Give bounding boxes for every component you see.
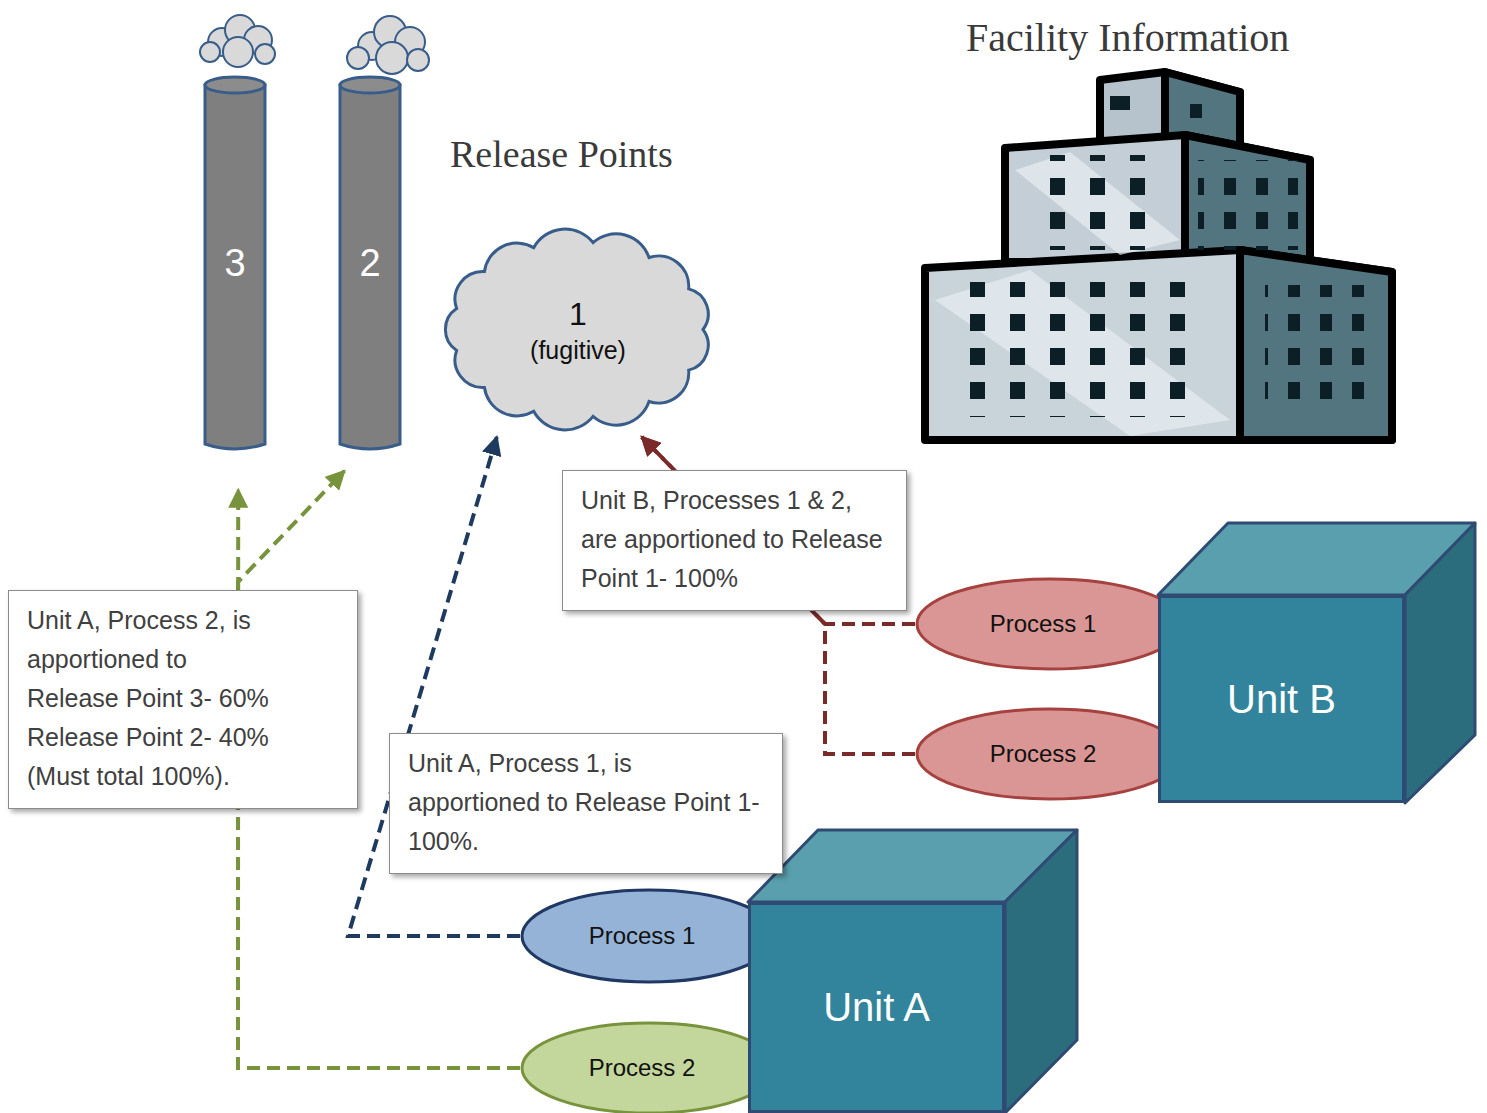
node-body: Unit B xyxy=(1161,598,1402,800)
node-body: Process 1 xyxy=(915,577,1185,671)
stack-release-point: 2 xyxy=(338,75,402,452)
callout-text: Unit A, Process 2, is apportioned to xyxy=(27,601,341,679)
node-body: Unit B, Processes 1 & 2, are apportioned… xyxy=(563,471,906,610)
node-body: Unit A, Process 2, is apportioned toRele… xyxy=(9,591,357,808)
stack-body xyxy=(340,85,400,449)
node-label: Process 2 xyxy=(589,1054,696,1082)
node-label: Process 1 xyxy=(990,610,1097,638)
stack-top xyxy=(340,77,400,93)
node-body: Unit A, Process 1, is apportioned to Rel… xyxy=(390,734,782,873)
callout-text: Unit B, Processes 1 & 2, are apportioned… xyxy=(581,481,890,598)
section-heading: Release Points xyxy=(450,132,673,176)
stack-top xyxy=(205,77,265,93)
process-outline xyxy=(917,579,1183,669)
node-body: Process 2 xyxy=(915,707,1185,801)
node-label: 3 xyxy=(224,242,245,285)
unit-box: Unit A xyxy=(748,902,1005,1113)
node-body: 3 xyxy=(203,75,267,452)
node-body: Unit A xyxy=(751,905,1002,1110)
callout-text: (Must total 100%). xyxy=(27,757,230,796)
node-label: (fugitive) xyxy=(530,334,626,366)
node-body: 2 xyxy=(338,75,402,452)
building-windows xyxy=(935,96,1375,436)
cloud-outline xyxy=(445,229,708,430)
unit-label: Unit A xyxy=(823,985,930,1030)
node-label: Process 2 xyxy=(990,740,1097,768)
callout-note: Unit B, Processes 1 & 2, are apportioned… xyxy=(562,470,907,611)
cube-depth xyxy=(748,523,1475,1113)
node-body: Process 2 xyxy=(520,1021,778,1113)
building-icon xyxy=(925,72,1392,440)
fugitive-cloud: 1(fugitive) xyxy=(433,222,723,437)
callout-note: Unit A, Process 1, is apportioned to Rel… xyxy=(389,733,783,874)
unit-box: Unit B xyxy=(1158,595,1405,803)
callout-text: Release Point 2- 40% xyxy=(27,718,269,757)
section-heading: Facility Information xyxy=(966,14,1289,61)
node-label: 1 xyxy=(569,294,587,334)
process-outline xyxy=(917,709,1183,799)
callout-note: Unit A, Process 2, is apportioned toRele… xyxy=(8,590,358,809)
smoke-puff xyxy=(200,15,429,74)
process-ellipse: Process 2 xyxy=(915,707,1185,801)
callout-text: Release Point 3- 60% xyxy=(27,679,269,718)
node-body: 1(fugitive) xyxy=(433,222,723,437)
process-ellipse: Process 2 xyxy=(520,1021,778,1113)
stack-release-point: 3 xyxy=(203,75,267,452)
process-outline xyxy=(522,1023,776,1113)
callout-text: Unit A, Process 1, is apportioned to Rel… xyxy=(408,744,766,861)
process-outline xyxy=(522,890,776,982)
process-ellipse: Process 1 xyxy=(520,888,778,984)
node-label: 2 xyxy=(359,242,380,285)
unit-label: Unit B xyxy=(1227,677,1336,722)
node-label: Process 1 xyxy=(589,922,696,950)
process-ellipse: Process 1 xyxy=(915,577,1185,671)
stack-body xyxy=(205,85,265,449)
node-body: Process 1 xyxy=(520,888,778,984)
